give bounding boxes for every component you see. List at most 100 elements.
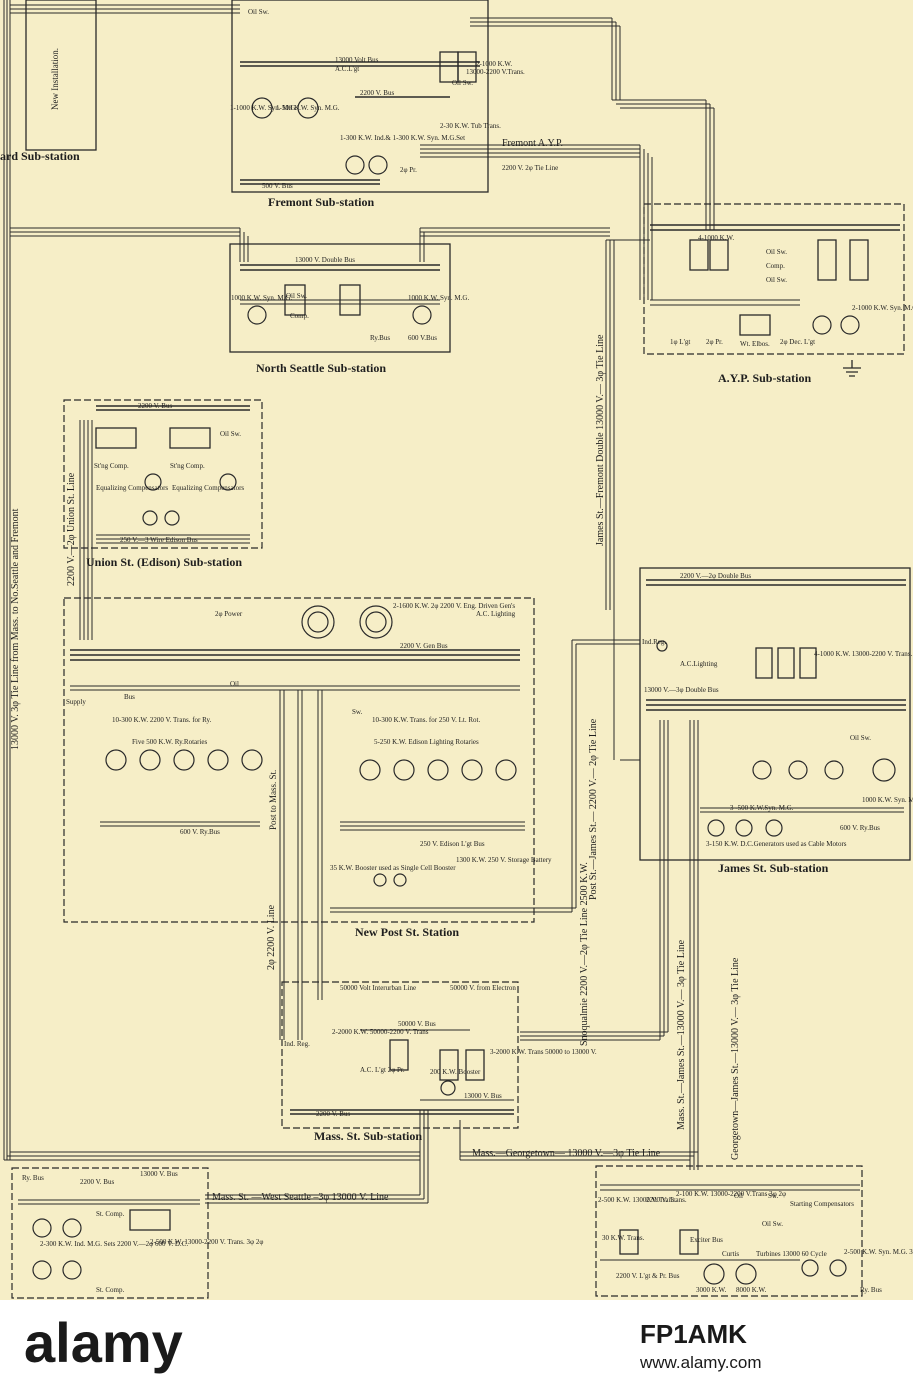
svg-text:2200 V. Bus: 2200 V. Bus	[360, 89, 394, 97]
svg-text:Oil Sw.: Oil Sw.	[286, 292, 307, 300]
label-james-fremont: James St.—Fremont Double 13000 V.— 3φ Ti…	[595, 334, 606, 546]
svg-text:13000 Volt Bus: 13000 Volt Bus	[335, 56, 379, 64]
svg-text:2-500 K.W. 13000-2200 V. Trans: 2-500 K.W. 13000-2200 V. Trans. 3φ 2φ	[150, 1238, 263, 1246]
svg-text:Ry. Bus: Ry. Bus	[22, 1174, 44, 1182]
fremont-ayp-label: Fremont A.Y.P.	[502, 138, 563, 149]
svg-text:Ry.Bus: Ry.Bus	[370, 334, 390, 342]
svg-text:Equalizing Compensators: Equalizing Compensators	[96, 484, 168, 492]
svg-text:Sw.: Sw.	[768, 1192, 778, 1200]
svg-text:1-1000 K.W. Syn. M.G.: 1-1000 K.W. Syn. M.G.	[230, 104, 297, 112]
svg-text:250 V.—3 Wire Edison Bus: 250 V.—3 Wire Edison Bus	[120, 536, 198, 544]
svg-text:13000 V. Double Bus: 13000 V. Double Bus	[295, 256, 355, 264]
svg-text:1-500 K.W. Syn. M.G.: 1-500 K.W. Syn. M.G.	[276, 104, 340, 112]
label-mass-james: Mass. St.—James St.—13000 V.— 3φ Tie Lin…	[676, 939, 687, 1130]
svg-text:St. Comp.: St. Comp.	[96, 1210, 124, 1218]
svg-text:2-1000 K.W.: 2-1000 K.W.	[476, 60, 512, 68]
svg-text:Oil Sw.: Oil Sw.	[766, 276, 787, 284]
svg-text:8000 K.W.: 8000 K.W.	[736, 1286, 767, 1294]
svg-text:10-300 K.W. Trans. for 250 V.: 10-300 K.W. Trans. for 250 V. Lt. Rot.	[372, 716, 480, 724]
ayp-title: A.Y.P. Sub-station	[718, 371, 811, 385]
svg-text:Equalizing Compensators: Equalizing Compensators	[172, 484, 244, 492]
svg-text:St'ng Comp.: St'ng Comp.	[94, 462, 129, 470]
svg-text:2-500 K.W. Syn. M.G. 3φ 13000: 2-500 K.W. Syn. M.G. 3φ 13000 V. 600 V. …	[844, 1248, 913, 1256]
svg-text:Five 500 K.W. Ry.Rotaries: Five 500 K.W. Ry.Rotaries	[132, 738, 208, 746]
svg-text:13000 V. Bus: 13000 V. Bus	[464, 1092, 502, 1100]
west-seattle-substation: Ry. Bus 2200 V. Bus 13000 V. Bus St. Com…	[11, 1167, 263, 1299]
svg-text:2φ Dec. L'gt: 2φ Dec. L'gt	[780, 338, 815, 346]
svg-text:5-250 K.W. Edison Lighting Rot: 5-250 K.W. Edison Lighting Rotaries	[374, 738, 479, 746]
svg-text:Comp.: Comp.	[766, 262, 785, 270]
ward-sub-label: ard Sub-station	[0, 149, 80, 163]
svg-text:3 -500 K.W.Syn. M.G.: 3 -500 K.W.Syn. M.G.	[730, 804, 794, 812]
svg-text:3000 K.W.: 3000 K.W.	[696, 1286, 727, 1294]
label-vertical-left: 13000 V. 3φ Tie Line from Mass. to No.Se…	[10, 508, 21, 750]
svg-text:2200 V. Trans.: 2200 V. Trans.	[646, 1196, 687, 1204]
svg-text:30 K.W. Trans.: 30 K.W. Trans.	[602, 1234, 645, 1242]
svg-text:Oil: Oil	[734, 1192, 743, 1200]
footer-url[interactable]: www.alamy.com	[640, 1353, 762, 1372]
svg-text:10-300 K.W. 2200 V. Trans. for: 10-300 K.W. 2200 V. Trans. for Ry.	[112, 716, 212, 724]
svg-text:4-1000 K.W. 13000-2200 V. Tran: 4-1000 K.W. 13000-2200 V. Trans.	[814, 650, 913, 658]
svg-text:Oil Sw.: Oil Sw.	[220, 430, 241, 438]
svg-text:50000 V. Bus: 50000 V. Bus	[398, 1020, 436, 1028]
fremont-title: Fremont Sub-station	[268, 195, 374, 209]
svg-text:1000 K.W. Syn. M.G.: 1000 K.W. Syn. M.G.	[862, 796, 913, 804]
svg-text:Exciter Bus: Exciter Bus	[690, 1236, 723, 1244]
label-mass-georgetown: Mass.—Georgetown— 13000 V.—3φ Tie Line	[472, 1148, 661, 1159]
svg-text:Wt. Elbos.: Wt. Elbos.	[740, 340, 770, 348]
svg-text:2-500 K.W. 13000 V. Trans.: 2-500 K.W. 13000 V. Trans.	[598, 1196, 677, 1204]
svg-text:Ind.Reg.: Ind.Reg.	[642, 638, 666, 646]
svg-text:1000 K.W. Syn. M.G.: 1000 K.W. Syn. M.G.	[408, 294, 469, 302]
svg-text:50000 Volt Interurban Line: 50000 Volt Interurban Line	[340, 984, 416, 992]
new-installation-box: New Installation. ard Sub-station	[0, 0, 97, 163]
tie-line-left-vertical	[3, 0, 420, 1161]
svg-text:600 V. Ry.Bus: 600 V. Ry.Bus	[180, 828, 220, 836]
mass-title: Mass. St. Sub-station	[314, 1129, 422, 1143]
svg-text:1φ L'gt: 1φ L'gt	[670, 338, 690, 346]
svg-text:2200 V. Gen Bus: 2200 V. Gen Bus	[400, 642, 448, 650]
post-st-title: New Post St. Station	[355, 925, 459, 939]
diagram-page: New Installation. ard Sub-station 13000 …	[0, 0, 913, 1300]
svg-text:Ind. Reg.: Ind. Reg.	[284, 1040, 310, 1048]
north-seattle-substation: 13000 V. Double Bus 1000 K.W. Syn. M.G. …	[229, 243, 469, 375]
svg-text:500 V. Bus: 500 V. Bus	[262, 182, 293, 190]
svg-text:Oil: Oil	[230, 680, 239, 688]
svg-text:2-1000 K.W. Syn. M.G. 3φ 13000: 2-1000 K.W. Syn. M.G. 3φ 13000 600 V.—D.…	[852, 304, 913, 312]
svg-text:Comp.: Comp.	[290, 312, 309, 320]
svg-text:Oil Sw.: Oil Sw.	[850, 734, 871, 742]
fremont-substation: 13000 Volt Bus A.C.L'gt 2200 V. Bus 500 …	[230, 0, 563, 209]
svg-text:Oil Sw.: Oil Sw.	[248, 8, 269, 16]
svg-text:2φ Pr.: 2φ Pr.	[706, 338, 723, 346]
svg-text:2-300 K.W. Ind. M.G. Sets 2200: 2-300 K.W. Ind. M.G. Sets 2200 V.—2φ 600…	[40, 1240, 188, 1248]
label-mass-westseattle: Mass. St. —West Seattle –3φ 13000 V. Lin…	[212, 1192, 389, 1203]
alamy-logo: alamy	[24, 1311, 183, 1374]
svg-text:Ry. Bus: Ry. Bus	[860, 1286, 882, 1294]
svg-text:35 K.W. Booster used as Single: 35 K.W. Booster used as Single Cell Boos…	[330, 864, 456, 872]
union-title: Union St. (Edison) Sub-station	[86, 555, 242, 569]
svg-text:2-2000 K.W. 50000-2200 V. Tran: 2-2000 K.W. 50000-2200 V. Trans	[332, 1028, 429, 1036]
svg-text:A.C. Lighting: A.C. Lighting	[476, 610, 516, 618]
svg-text:Oil Sw.: Oil Sw.	[762, 1220, 783, 1228]
svg-text:2-100 K.W. 13000-2200 V.Trans: 2-100 K.W. 13000-2200 V.Trans 3φ 2φ	[676, 1190, 786, 1198]
label-2200-line: 2φ 2200 V. Line	[266, 904, 277, 970]
svg-text:Sw.: Sw.	[352, 708, 362, 716]
svg-text:2200 V. L'gt & Pr. Bus: 2200 V. L'gt & Pr. Bus	[616, 1272, 680, 1280]
svg-text:Starting Compensators: Starting Compensators	[790, 1200, 854, 1208]
svg-text:Bus: Bus	[124, 693, 135, 701]
james-substation: 2200 V.—2φ Double Bus Ind.Reg. A.C.Light…	[639, 567, 913, 875]
svg-text:50000 V. from Electron: 50000 V. from Electron	[450, 984, 516, 992]
label-post-james: Post St.—James St.— 2200 V.— 2φ Tie Line	[588, 718, 599, 900]
svg-text:2200 V.—2φ Double Bus: 2200 V.—2φ Double Bus	[680, 572, 751, 580]
svg-text:600 V.Bus: 600 V.Bus	[408, 334, 437, 342]
union-substation: 2200 V. Bus Oil Sw. St'ng Comp. St'ng Co…	[63, 399, 263, 569]
svg-text:2-1600 K.W. 2φ 2200 V. Eng. Dr: 2-1600 K.W. 2φ 2200 V. Eng. Driven Gen's	[393, 602, 515, 610]
label-snoqualmie: Snoqualmie 2200 V.—2φ Tie Line 2500 K.W.	[579, 862, 590, 1046]
line-labels: 13000 V. 3φ Tie Line from Mass. to No.Se…	[10, 334, 741, 1203]
svg-text:Turbines 13000 60 Cycle: Turbines 13000 60 Cycle	[756, 1250, 827, 1258]
svg-text:2200 V. Bus: 2200 V. Bus	[80, 1178, 114, 1186]
svg-text:2φ Power: 2φ Power	[215, 610, 243, 618]
mass-substation: 50000 Volt Interurban Line 50000 V. from…	[281, 981, 597, 1143]
james-title: James St. Sub-station	[718, 861, 829, 875]
svg-text:A.C.Lighting: A.C.Lighting	[680, 660, 718, 668]
georgetown-station: 2-500 K.W. 13000 V. Trans. 2200 V. Trans…	[595, 1165, 913, 1297]
